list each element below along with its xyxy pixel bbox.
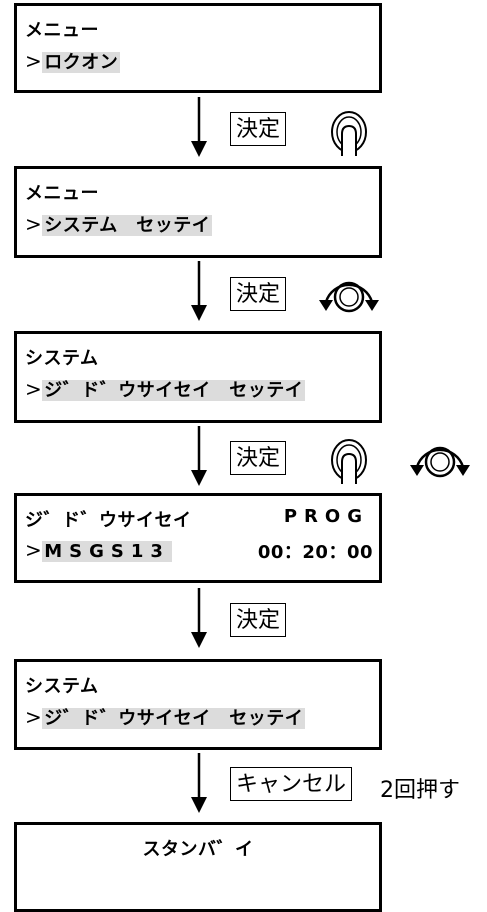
lcd-caret: > (25, 705, 43, 729)
press-twice-note: 2回押す (380, 778, 460, 803)
lcd-line1: メニュー (25, 20, 99, 41)
lcd-screen-4: ジ゛ド゛ウサイセイ PROG >MSGS13 00：20：00 (14, 493, 382, 583)
cancel-key-label: キャンセル (230, 767, 353, 801)
lcd-screen-3: システム >ジ゛ド゛ウサイセイ セッテイ (14, 331, 382, 423)
down-arrow-icon (191, 97, 207, 157)
lcd-screen-2: メニュー >システム セッテイ (14, 166, 382, 258)
knob-push-icon (331, 439, 367, 484)
lcd-line2: MSGS13 (42, 541, 172, 562)
down-arrow-icon (191, 261, 207, 321)
down-arrow-icon (191, 588, 207, 648)
lcd-caret: > (25, 49, 43, 73)
down-arrow-icon (191, 753, 207, 813)
lcd-line2: ロクオン (42, 52, 121, 73)
lcd-line1: システム (25, 348, 99, 369)
lcd-screen-5: システム >ジ゛ド゛ウサイセイ セッテイ (14, 659, 382, 750)
lcd-line1-right: PROG (283, 506, 369, 527)
enter-key-label: 決定 (230, 441, 287, 475)
enter-key-label: 決定 (230, 277, 287, 311)
lcd-line1: ジ゛ド゛ウサイセイ (25, 510, 192, 531)
lcd-line1: スタンバ゛イ (142, 839, 254, 860)
enter-key-label: 決定 (230, 603, 287, 637)
lcd-line1: メニュー (25, 183, 99, 204)
lcd-caret: > (25, 377, 43, 401)
lcd-line2: ジ゛ド゛ウサイセイ セッテイ (42, 380, 306, 401)
lcd-line2: ジ゛ド゛ウサイセイ セッテイ (42, 708, 306, 729)
lcd-caret: > (25, 538, 43, 562)
lcd-caret: > (25, 212, 43, 236)
lcd-line1: システム (25, 676, 99, 697)
knob-rotate-icon (319, 281, 379, 313)
lcd-screen-1: メニュー >ロクオン (14, 3, 382, 93)
lcd-line2: システム セッテイ (42, 215, 213, 236)
knob-push-icon (331, 111, 367, 156)
knob-rotate-icon (410, 446, 470, 478)
lcd-screen-6: スタンバ゛イ (14, 822, 382, 912)
enter-key-label: 決定 (230, 112, 287, 146)
down-arrow-icon (191, 426, 207, 486)
lcd-line2-right: 00：20：00 (257, 542, 373, 563)
